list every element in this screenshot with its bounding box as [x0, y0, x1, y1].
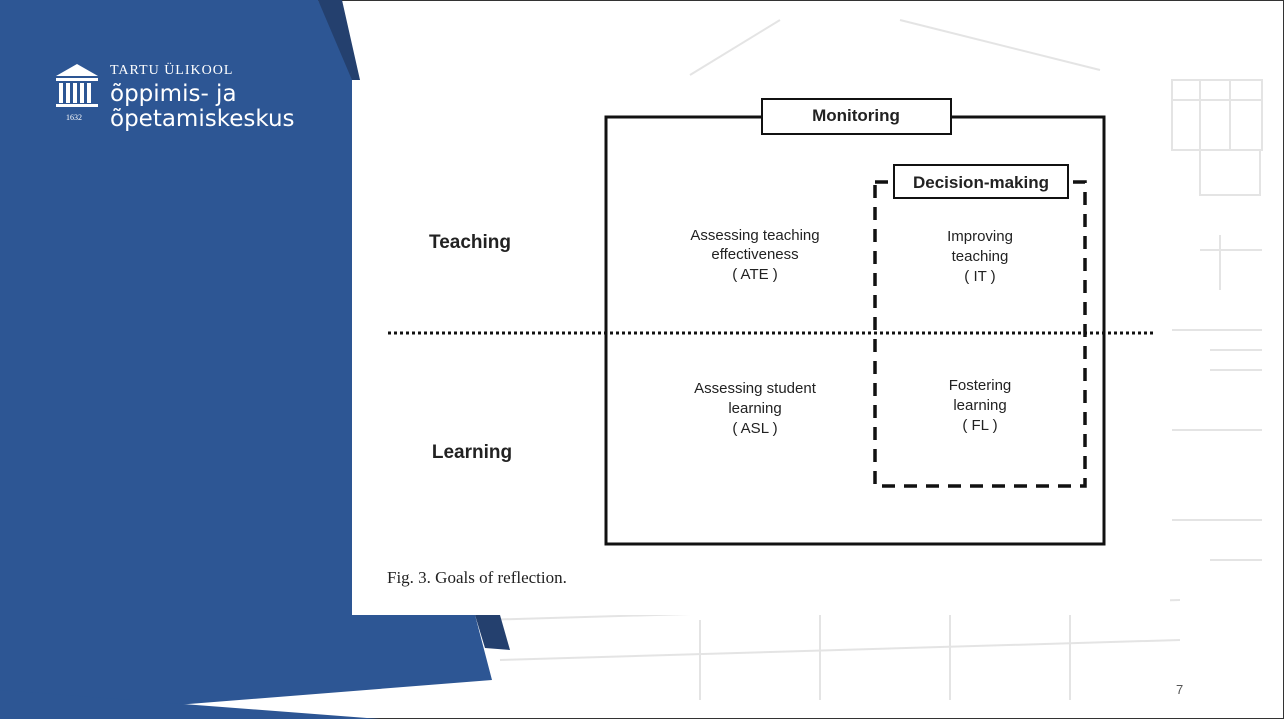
page-number: 7: [1176, 682, 1184, 697]
row-label-teaching: Teaching: [429, 232, 511, 253]
panel-accent-bottom: [475, 615, 510, 650]
cell-asl: Assessing student learning ( ASL ): [694, 380, 817, 437]
logo-year: 1632: [66, 113, 82, 122]
cell-asl-line2: learning: [728, 400, 781, 417]
cell-asl-line1: Assessing student: [694, 380, 817, 397]
cell-ate: Assessing teaching effectiveness ( ATE ): [690, 227, 819, 283]
cell-it-line1: Improving: [947, 228, 1013, 245]
panel-main-shape: [0, 0, 492, 719]
decision-making-label-box: [893, 164, 1069, 199]
cell-asl-line3: ( ASL ): [732, 420, 777, 437]
cell-it-line2: teaching: [952, 248, 1009, 265]
monitoring-label: Monitoring: [812, 106, 900, 125]
university-name: TARTU ÜLIKOOL: [110, 63, 234, 78]
unit-name: õppimis- ja õpetamiskeskus: [110, 82, 295, 132]
blue-side-panel: [0, 0, 510, 719]
cell-fl-line1: Fostering: [949, 377, 1012, 394]
university-building-logo-icon: 1632: [56, 64, 98, 122]
cell-it-line3: ( IT ): [964, 268, 995, 285]
unit-name-line2: õpetamiskeskus: [110, 106, 295, 132]
decision-making-label: Decision-making: [913, 173, 1049, 192]
cell-ate-line3: ( ATE ): [732, 266, 778, 283]
monitoring-label-box: [761, 98, 952, 135]
unit-name-line1: õppimis- ja: [110, 81, 237, 107]
row-label-learning: Learning: [432, 442, 512, 463]
panel-bottom-edge: [0, 690, 380, 719]
cell-ate-line1: Assessing teaching: [690, 227, 819, 244]
panel-accent-top: [318, 0, 360, 80]
cell-fl: Fostering learning ( FL ): [949, 377, 1012, 434]
cell-fl-line2: learning: [953, 397, 1006, 414]
cell-ate-line2: effectiveness: [711, 246, 798, 263]
cell-fl-line3: ( FL ): [962, 417, 997, 434]
figure-caption: Fig. 3. Goals of reflection.: [387, 568, 567, 587]
cell-it: Improving teaching ( IT ): [947, 228, 1013, 285]
